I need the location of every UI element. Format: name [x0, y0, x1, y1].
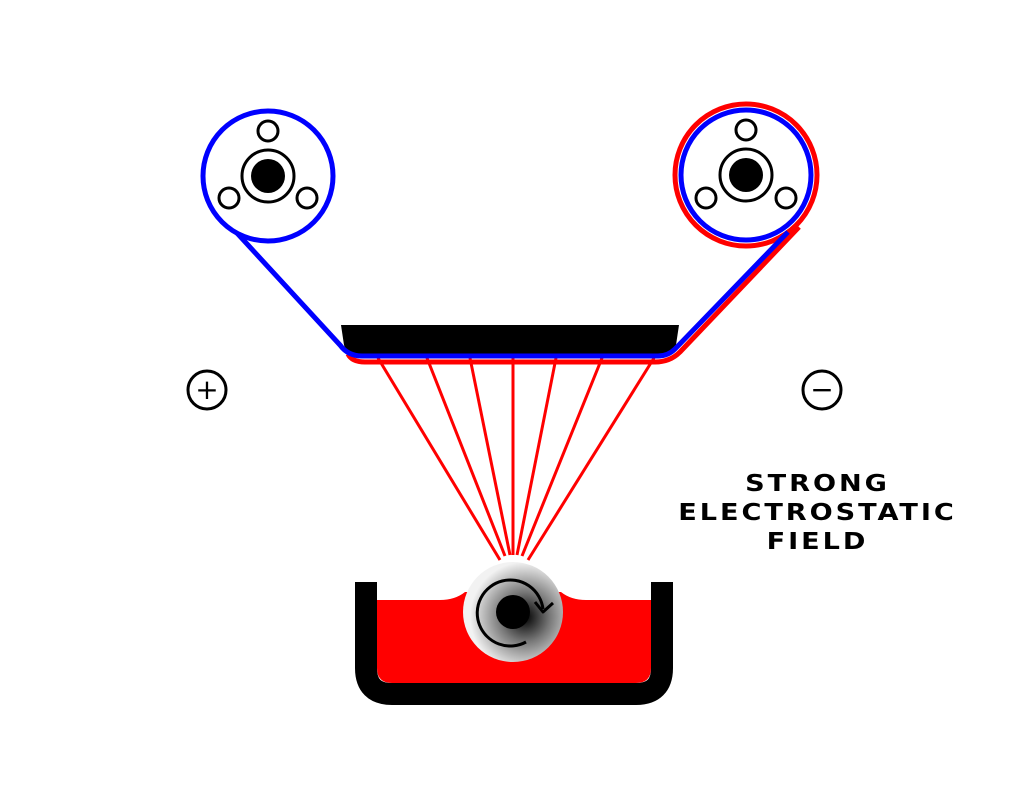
- fiber-jets: [376, 357, 656, 561]
- right-reel-icon: [678, 107, 814, 243]
- fiber-jet: [425, 357, 507, 557]
- substrate-belt-coated: [345, 225, 801, 365]
- fiber-jet: [376, 357, 502, 561]
- field-label-line3: FIELD: [766, 529, 869, 555]
- fiber-jet: [468, 357, 512, 556]
- bath-tray: [355, 582, 673, 705]
- plus-circle-icon: +: [186, 369, 228, 411]
- positive-symbol: +: [195, 373, 218, 406]
- substrate-belt: [223, 218, 790, 359]
- fiber-jet: [526, 357, 656, 561]
- negative-symbol: −: [810, 373, 833, 406]
- left-reel-icon: [200, 108, 336, 244]
- field-label: STRONG ELECTROSTATIC FIELD: [608, 470, 1021, 557]
- field-label-line2: ELECTROSTATIC: [678, 500, 957, 526]
- fiber-jet: [520, 357, 604, 557]
- fiber-jet: [515, 357, 558, 556]
- minus-circle-icon: −: [801, 369, 843, 411]
- field-label-line1: STRONG: [745, 471, 890, 497]
- right-reel-coating: [672, 101, 820, 249]
- rotation-arrow-icon: [475, 578, 555, 648]
- collector-plate: [341, 325, 679, 356]
